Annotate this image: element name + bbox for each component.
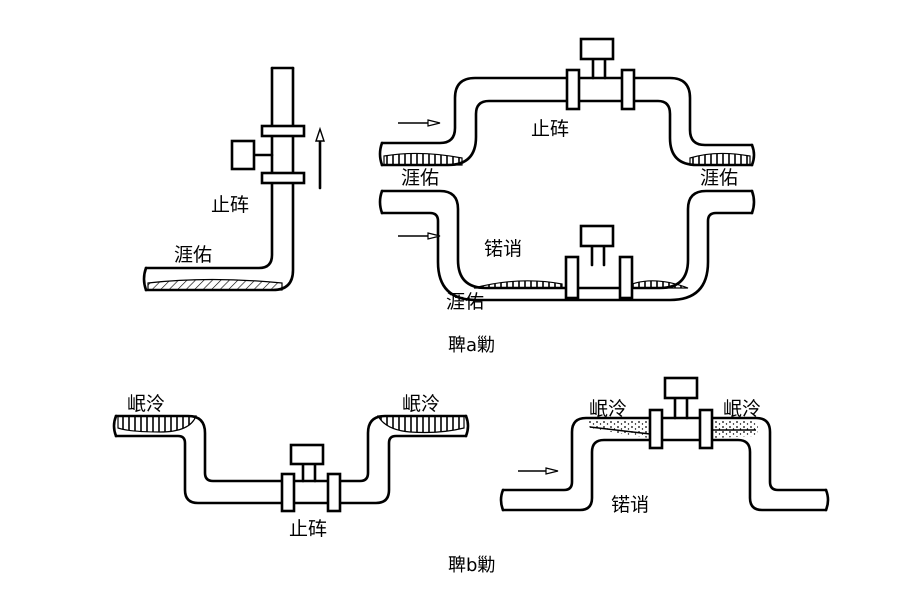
fig-b-right-top-label: 岷泠 (402, 393, 441, 415)
fig-b-u-pipe (112, 414, 470, 513)
fig-a-bottom-liquid-label: 涯佑 (446, 291, 485, 313)
fig-b-right-left-top-label: 岷泠 (589, 398, 628, 420)
fig-b-inverted-u-pipe (499, 376, 830, 512)
fig-a-top-valve-label: 止砗 (531, 118, 570, 140)
fig-a-caption: 聛a勦 (448, 335, 496, 356)
fig-a-left-mid-label: 涯佑 (401, 167, 440, 189)
fig-a-left-valve-label: 止砗 (211, 194, 250, 216)
fig-b-valve-label: 止砗 (289, 518, 328, 540)
fig-a-bypass-loop (378, 37, 756, 302)
fig-a-left-liquid-label: 涯佑 (174, 244, 213, 266)
fig-a-right-mid-label: 涯佑 (700, 167, 739, 189)
fig-b-left-top-label: 岷泠 (127, 393, 166, 415)
fig-b-right-bottom-label: 锘诮 (611, 494, 650, 516)
fig-a-bottom-mid-label: 锘诮 (484, 238, 523, 260)
fig-b-caption: 聛b勦 (448, 555, 496, 576)
fig-a-l-pipe (142, 66, 325, 292)
fig-b-right-right-top-label: 岷泠 (723, 398, 762, 420)
